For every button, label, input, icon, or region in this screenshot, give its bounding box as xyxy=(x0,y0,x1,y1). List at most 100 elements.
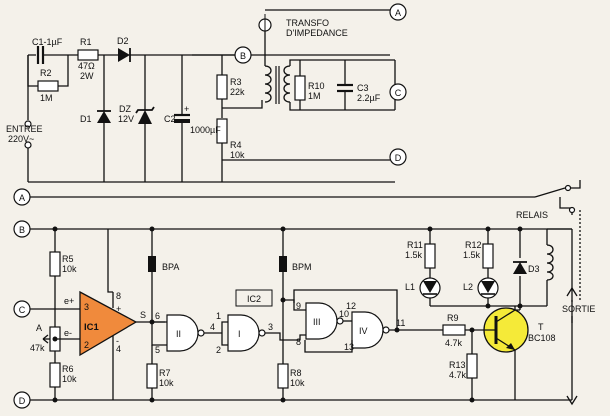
connector-d-bus-label: D xyxy=(19,396,26,406)
gate-i-label: I xyxy=(238,329,241,339)
r7-name: R7 xyxy=(159,368,171,378)
pin-minus: - xyxy=(116,336,119,346)
power-labels: C1-1µF R1 47Ω 2W R2 1M D2 D1 DZ 12V C2 +… xyxy=(6,18,381,160)
resistor-r3 xyxy=(216,74,228,100)
connector-d-top xyxy=(389,148,407,166)
connector-b-bus-label: B xyxy=(19,225,25,235)
r11-name: R11 xyxy=(407,240,423,250)
connector-b-bus xyxy=(13,220,31,238)
button-bpm xyxy=(279,256,287,272)
r5-value: 10k xyxy=(62,264,77,274)
led-l1 xyxy=(419,277,441,299)
bus-lines: A B C D xyxy=(13,188,572,409)
ic1-label: IC1 xyxy=(84,322,100,333)
nand-gate-iv xyxy=(351,311,384,349)
nand-gate-iii xyxy=(305,302,338,340)
t-value: BC108 xyxy=(528,333,556,343)
r12-name: R12 xyxy=(465,240,482,250)
gate-pin-1: 1 xyxy=(216,311,221,321)
r4-value: 10k xyxy=(230,150,245,160)
gate-pin-4: 4 xyxy=(210,322,215,332)
transfo-primary-coil xyxy=(264,65,272,103)
r9-value: 4.7k xyxy=(445,338,463,348)
bpm-label: BPM xyxy=(292,262,312,272)
diode-d2 xyxy=(118,48,131,62)
c2-value: 1000µF xyxy=(190,125,221,135)
resistor-r4 xyxy=(216,118,228,144)
connector-c-bus xyxy=(13,300,31,318)
gate-iv-label: IV xyxy=(359,326,368,336)
connector-b-top-label: B xyxy=(240,51,246,61)
nand-gate-ii xyxy=(166,314,199,352)
r1-power: 2W xyxy=(80,71,94,81)
r8-value: 10k xyxy=(290,378,305,388)
button-bpa xyxy=(148,256,156,272)
pin-plus: + xyxy=(116,304,121,314)
connector-c-top xyxy=(389,83,407,101)
r1-name: R1 xyxy=(80,37,92,47)
diode-d1 xyxy=(97,55,111,182)
gate-pin-13: 13 xyxy=(344,342,354,352)
resistor-r6 xyxy=(49,362,61,388)
connector-a-bus xyxy=(13,188,31,206)
gate-iii-label: III xyxy=(313,317,321,327)
gate-pin-5: 5 xyxy=(155,345,160,355)
r1-value: 47Ω xyxy=(78,61,95,71)
t-name: T xyxy=(538,322,544,332)
r11-value: 1.5k xyxy=(405,250,423,260)
r13-value: 4.7k xyxy=(449,370,467,380)
bpa-label: BPA xyxy=(162,262,179,272)
gate-ii-label: II xyxy=(176,329,181,339)
pin-4: 4 xyxy=(116,344,121,354)
connector-a-top xyxy=(389,3,407,21)
d3-label: D3 xyxy=(528,264,540,274)
transfo-section xyxy=(222,9,396,161)
zener-dz xyxy=(135,55,155,182)
r10-value: 1M xyxy=(308,91,321,101)
pin-3: 3 xyxy=(84,302,89,312)
sortie-label: SORTIE xyxy=(562,304,595,314)
r6-value: 10k xyxy=(62,374,77,384)
resistor-r8 xyxy=(277,363,289,389)
r2-name: R2 xyxy=(40,68,52,78)
connector-a-top-label: A xyxy=(395,8,401,18)
transfo-label-1: TRANSFO xyxy=(286,18,329,28)
gate-labels: BPA BPM R7 10k R8 10k IC2 II I III IV 6 … xyxy=(155,262,405,388)
gate-pin-12: 12 xyxy=(346,301,356,311)
pin-s: S xyxy=(140,310,146,320)
dz-value: 12V xyxy=(118,114,134,124)
r8-name: R8 xyxy=(290,368,302,378)
r10-name: R10 xyxy=(308,81,325,91)
entree-label: ENTREE xyxy=(6,124,43,134)
relay-coil xyxy=(546,244,554,281)
c2-name: C2 xyxy=(164,114,176,124)
c2-plus: + xyxy=(184,104,189,114)
gate-pin-10: 10 xyxy=(339,309,349,319)
connector-b-top xyxy=(234,46,252,64)
opamp-ic1 xyxy=(79,290,138,357)
l2-label: L2 xyxy=(463,282,473,292)
resistor-r7 xyxy=(146,363,158,389)
r6-name: R6 xyxy=(62,364,74,374)
resistor-r9 xyxy=(442,324,466,336)
pin-e-plus: e+ xyxy=(64,296,74,306)
d2-label: D2 xyxy=(117,36,129,46)
resistor-r13 xyxy=(466,353,478,379)
pin-8: 8 xyxy=(116,291,121,301)
capacitor-c1 xyxy=(36,46,45,64)
c3-name: C3 xyxy=(357,83,369,93)
r3-name: R3 xyxy=(230,77,242,87)
gate-pin-9: 9 xyxy=(296,301,301,311)
r7-value: 10k xyxy=(159,378,174,388)
resistor-r2 xyxy=(37,80,59,92)
pin-2: 2 xyxy=(84,340,89,350)
power-supply-section xyxy=(24,46,395,183)
gate-section xyxy=(146,226,440,403)
pot-value: 47k xyxy=(30,343,45,353)
capacitor-c3 xyxy=(337,83,353,93)
output-section xyxy=(419,180,581,406)
r9-name: R9 xyxy=(447,313,459,323)
capacitor-c2 xyxy=(174,55,190,182)
